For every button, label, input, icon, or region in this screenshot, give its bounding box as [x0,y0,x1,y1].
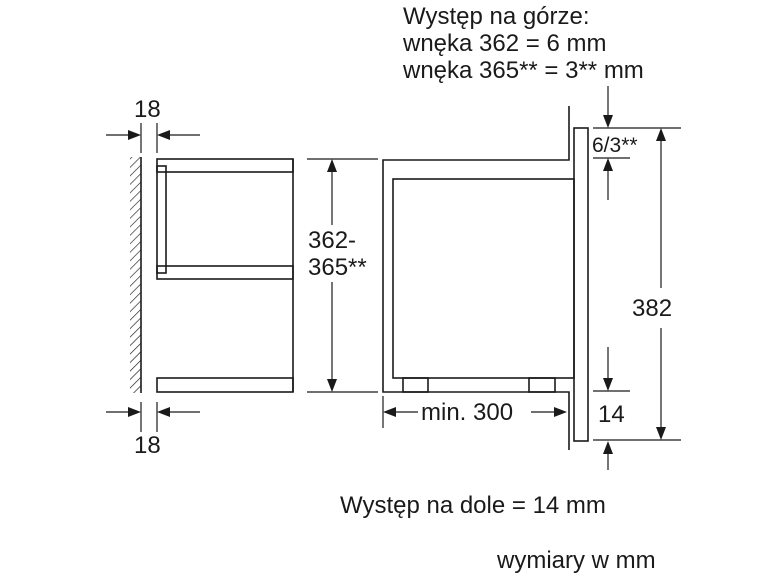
niche-height-dimension: 362- 365** [307,158,378,393]
niche-height-label-1: 362- [308,227,356,254]
top-overhang-365: wnęka 365** = 3** mm [402,57,644,84]
min-depth-dimension: min. 300 [382,396,567,428]
side-gap-top-label: 18 [134,96,161,123]
niche-height-label-2: 365** [308,254,367,281]
top-overhang-title: Występ na górze: [403,3,590,30]
side-gap-bottom-label: 18 [134,432,161,459]
top-overhang-dimension: 6/3** [592,86,681,200]
top-overhang-362: wnęka 362 = 6 mm [402,30,606,57]
wall [130,157,142,393]
side-gap-top-dimension: 18 [106,96,200,153]
min-depth-label: min. 300 [421,399,513,426]
bottom-overhang-note: Występ na dole = 14 mm [340,492,606,519]
bottom-overhang-label: 14 [598,401,625,428]
bottom-overhang-dimension: 14 [593,347,630,470]
cabinet-front-view [156,158,294,393]
microwave-side-section [382,106,589,450]
front-height-dimension: 382 [593,128,681,441]
front-height-label: 382 [632,295,672,322]
side-gap-bottom-dimension: 18 [106,402,200,459]
top-overhang-label: 6/3** [592,134,638,157]
units-note: wymiary w mm [496,547,656,574]
